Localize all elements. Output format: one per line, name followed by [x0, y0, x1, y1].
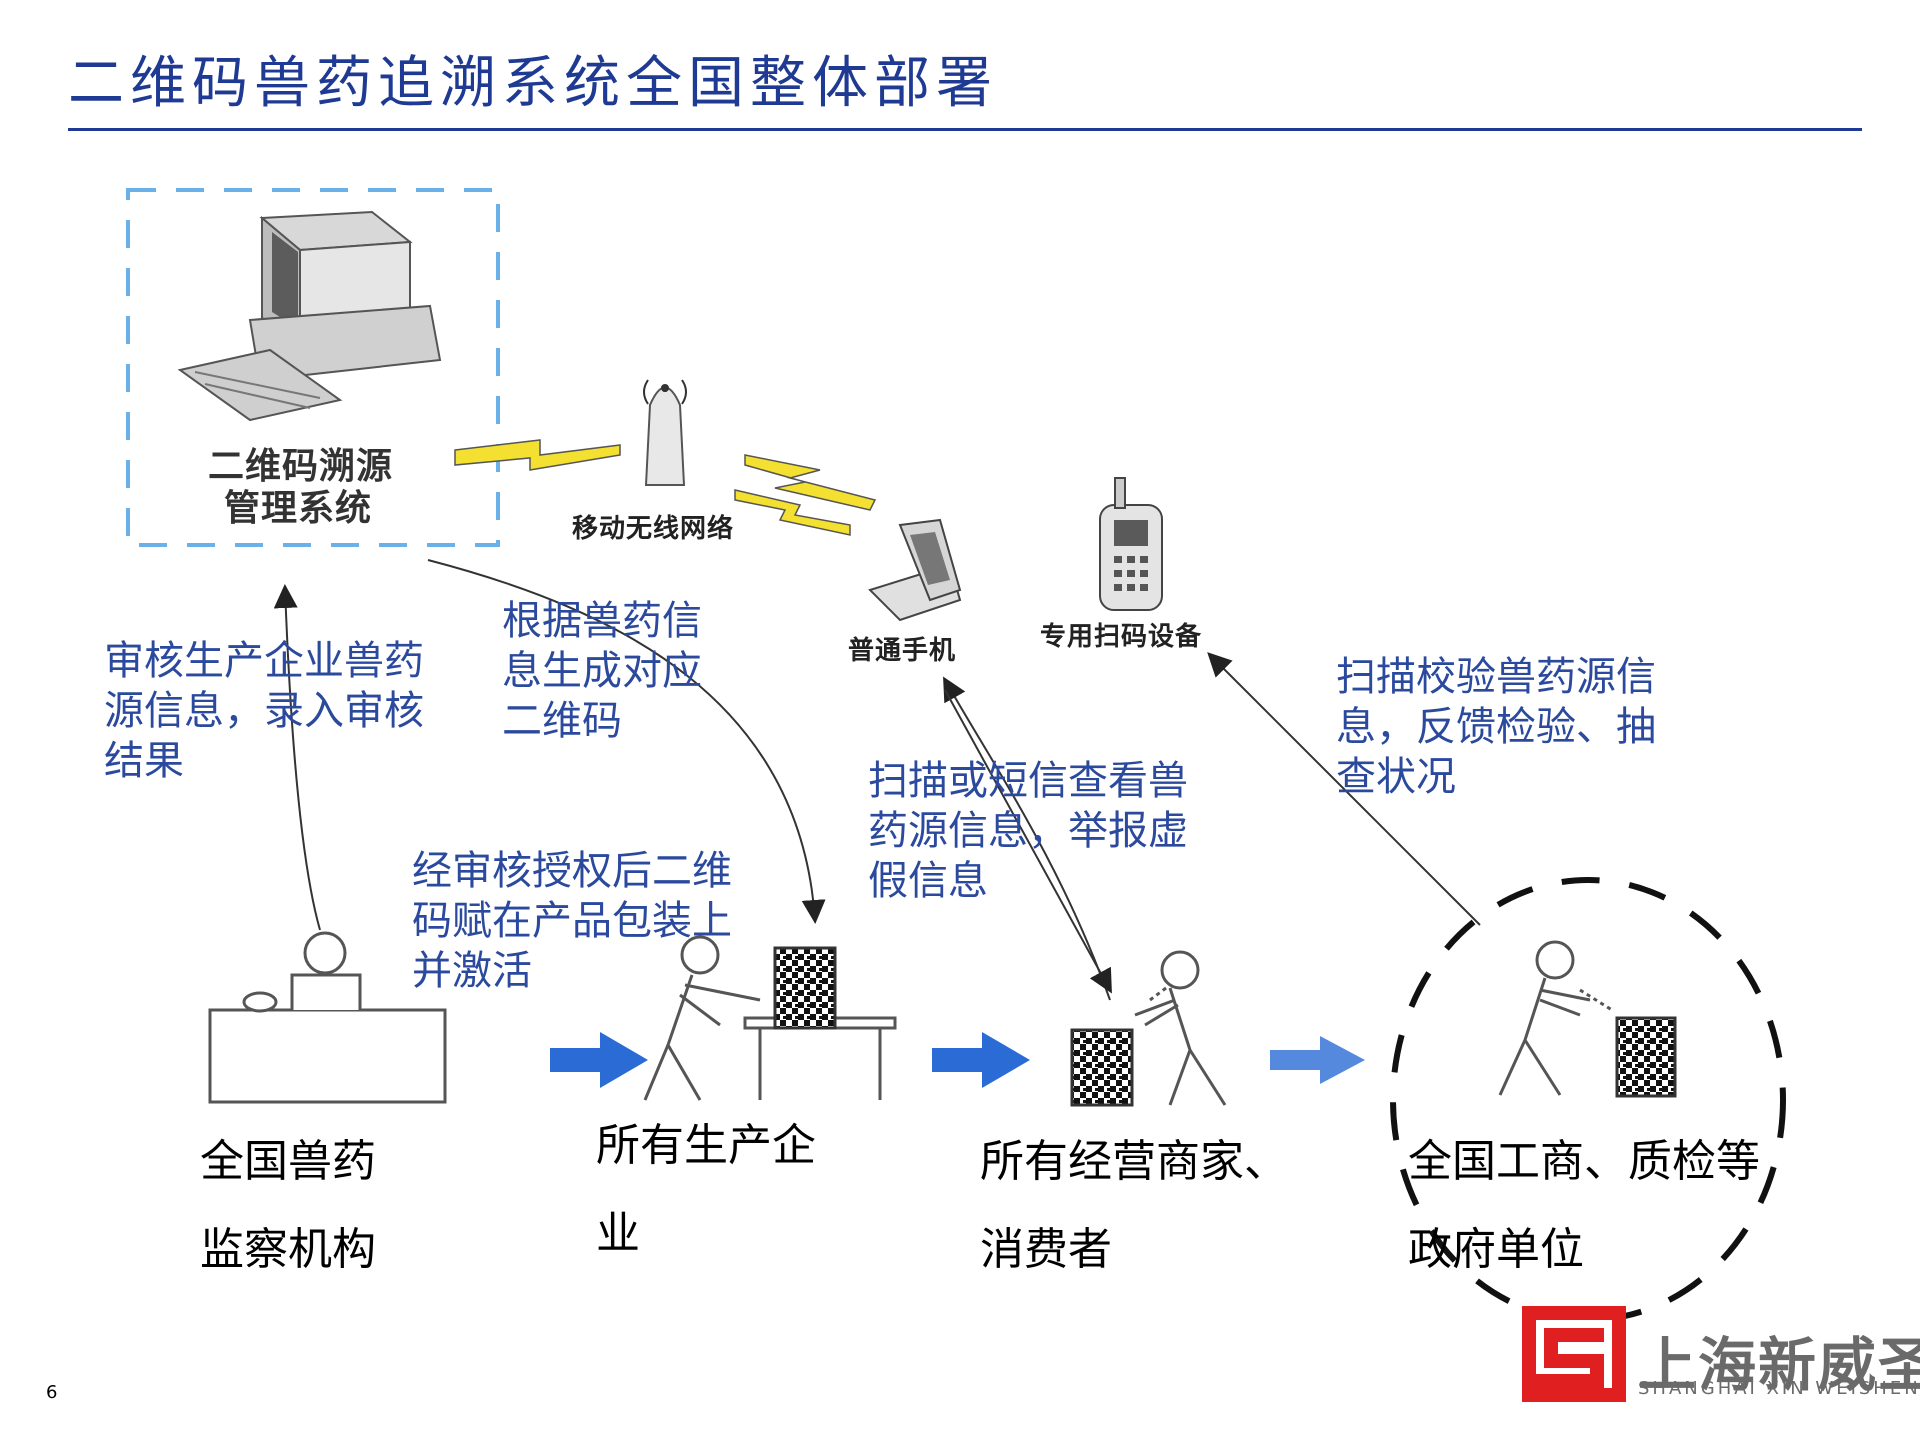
caption-line: 经审核授权后二维: [412, 848, 732, 894]
qr-code-icon: [1070, 1028, 1134, 1107]
stage-line: 政府单位: [1408, 1224, 1584, 1275]
generate-arrow: [427, 559, 826, 924]
stage-line: 全国工商、质检等: [1408, 1136, 1760, 1187]
lightning-icon: [454, 439, 877, 536]
company-name: 上海新威圣: [1638, 1331, 1920, 1399]
system-boundary: [126, 188, 500, 547]
review-caption: 审核生产企业兽药 源信息，录入审核 结果: [104, 636, 424, 786]
stage-line: 消费者: [980, 1224, 1112, 1275]
stage-line: 全国兽药: [200, 1136, 376, 1187]
caption-line: 结果: [104, 738, 184, 784]
system-label-line-1: 二维码溯源: [208, 446, 394, 487]
stage-dealer: 所有经营商家、 消费者: [980, 1118, 1288, 1294]
consumer-scan-arrow: [943, 676, 1111, 1001]
computer-icon: [177, 210, 442, 422]
caption-line: 根据兽药信: [502, 598, 702, 644]
caption-line: 码赋在产品包装上: [412, 898, 732, 944]
consumer-scan-caption: 扫描或短信查看兽 药源信息，举报虚 假信息: [868, 756, 1188, 906]
stage-line: 所有生产企: [596, 1120, 816, 1171]
stage-agency: 全国兽药 监察机构: [200, 1118, 376, 1294]
caption-line: 假信息: [868, 858, 988, 904]
system-label: 二维码溯源 管理系统: [208, 446, 393, 530]
caption-line: 源信息，录入审核: [104, 688, 424, 734]
caption-line: 药源信息，举报虚: [868, 808, 1188, 854]
scanner-device-icon: [1099, 477, 1163, 611]
caption-line: 扫描校验兽药源信: [1336, 654, 1656, 700]
generate-caption: 根据兽药信 息生成对应 二维码: [502, 596, 702, 746]
phone-label: 普通手机: [848, 636, 957, 666]
gov-scan-caption: 扫描校验兽药源信 息，反馈检验、抽 查状况: [1336, 652, 1656, 802]
antenna-icon: [643, 379, 687, 486]
qr-code-icon: [773, 946, 837, 1030]
consumer-return-arrow: [944, 689, 1112, 994]
system-label-line-2: 管理系统: [224, 488, 373, 529]
title-underline: [68, 128, 1862, 131]
network-label: 移动无线网络: [572, 514, 735, 544]
caption-line: 查状况: [1336, 754, 1456, 800]
review-arrow: [273, 584, 321, 931]
authorize-caption: 经审核授权后二维 码赋在产品包装上 并激活: [412, 846, 732, 996]
stage-government: 全国工商、质检等 政府单位: [1408, 1118, 1760, 1294]
caption-line: 息，反馈检验、抽: [1336, 704, 1656, 750]
scanner-label: 专用扫码设备: [1040, 622, 1203, 652]
stage-line: 业: [596, 1208, 640, 1259]
desk-officer-icon: [208, 931, 447, 1104]
qr-code-icon: [1615, 1016, 1677, 1098]
company-logo-icon: [1522, 1306, 1626, 1402]
government-boundary: [1390, 877, 1786, 1323]
caption-line: 并激活: [412, 948, 532, 994]
flip-phone-icon: [868, 518, 962, 622]
consumer-icon: [1134, 950, 1227, 1106]
caption-line: 二维码: [502, 698, 622, 744]
stage-line: 监察机构: [200, 1224, 376, 1275]
caption-line: 扫描或短信查看兽: [868, 758, 1188, 804]
caption-line: 审核生产企业兽药: [104, 638, 424, 684]
caption-line: 息生成对应: [502, 648, 702, 694]
inspector-icon: [1498, 940, 1613, 1096]
flow-arrow-icon: [550, 1032, 1365, 1088]
stage-producer: 所有生产企 业: [596, 1102, 816, 1278]
gov-scan-arrow: [1207, 652, 1481, 926]
stage-line: 所有经营商家、: [980, 1136, 1288, 1187]
page-title: 二维码兽药追溯系统全国整体部署: [68, 51, 998, 116]
page-number: 6: [46, 1382, 58, 1403]
company-name-en: SHANGHAI XIN WEISHENG: [1638, 1378, 1920, 1399]
